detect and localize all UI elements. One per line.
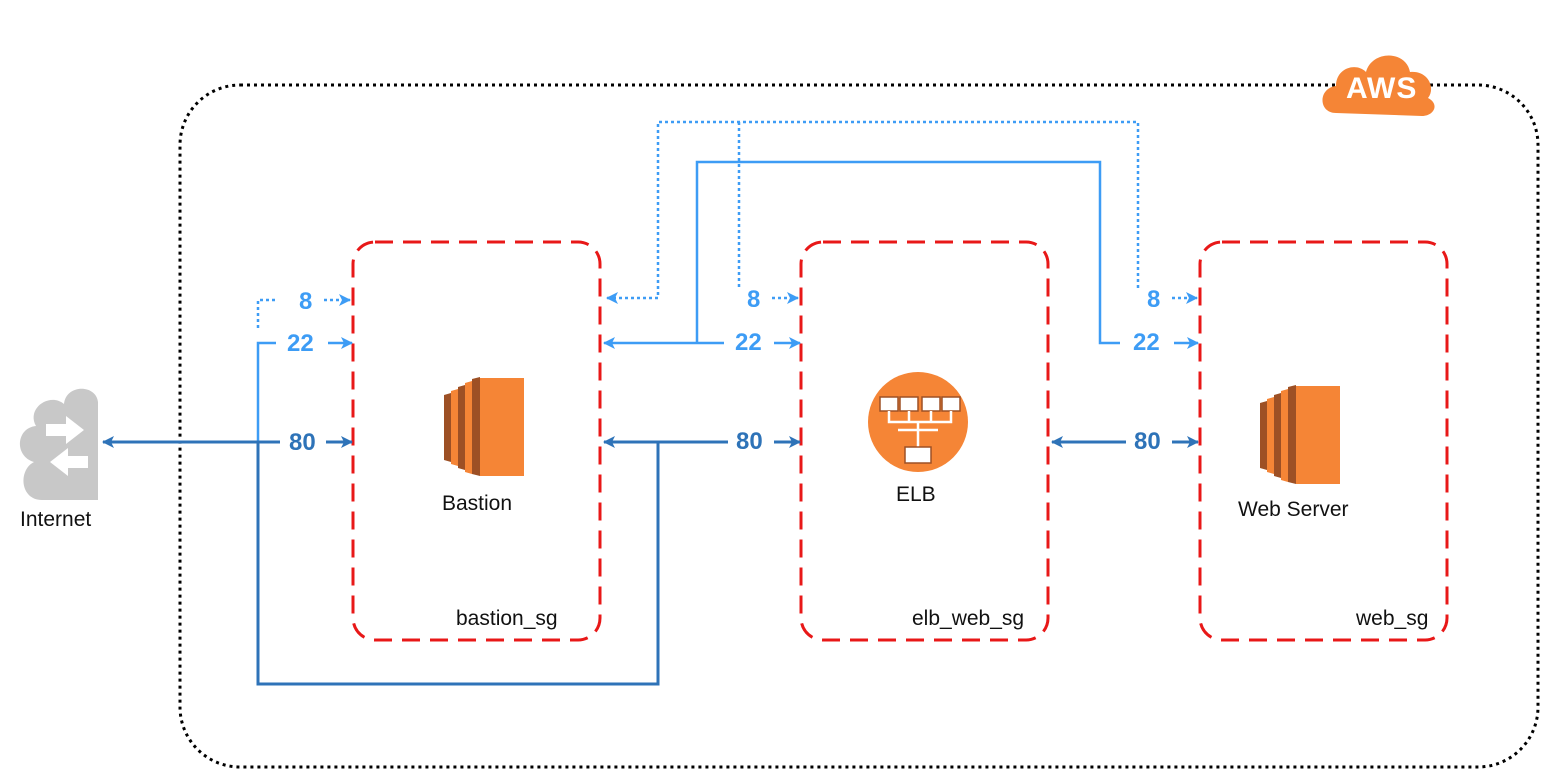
load-balancer-icon [868, 372, 968, 472]
port-22-line-over [695, 160, 1120, 345]
port-label-80-web: 80 [1134, 428, 1161, 455]
port-label-8-web: 8 [1147, 286, 1161, 313]
aws-badge-text: AWS [1346, 72, 1418, 105]
aws-cloud-icon [1322, 55, 1435, 116]
security-group-bastion [351, 240, 602, 642]
security-group-elb [799, 240, 1050, 642]
port-8-line-to-bastion-right [606, 120, 1140, 304]
port-label-22-elb: 22 [735, 329, 762, 356]
security-group-web [1198, 240, 1449, 642]
port-label-80-bastion: 80 [289, 429, 316, 456]
port-label-22-bastion: 22 [287, 330, 314, 357]
port-22-line-bastion [256, 341, 276, 442]
node-label-bastion: Bastion [442, 492, 513, 515]
port-label-8-bastion: 8 [299, 288, 313, 315]
sg-label-web: web_sg [1356, 607, 1429, 630]
node-label-web: Web Server [1238, 498, 1349, 521]
internet-cloud-icon [19, 388, 98, 500]
node-label-elb: ELB [896, 483, 936, 506]
port-80-line-loop [256, 442, 660, 686]
port-label-22-web: 22 [1133, 329, 1160, 356]
port-label-8-elb: 8 [747, 286, 761, 313]
ec2-instance-icon [444, 377, 524, 476]
port-label-80-elb: 80 [736, 428, 763, 455]
sg-label-elb: elb_web_sg [912, 607, 1025, 630]
internet-label: Internet [20, 508, 92, 531]
ec2-instance-icon [1260, 385, 1340, 484]
aws-cloud-boundary [178, 83, 1540, 769]
sg-label-bastion: bastion_sg [456, 607, 558, 630]
port-8-line-bastion [256, 298, 276, 328]
